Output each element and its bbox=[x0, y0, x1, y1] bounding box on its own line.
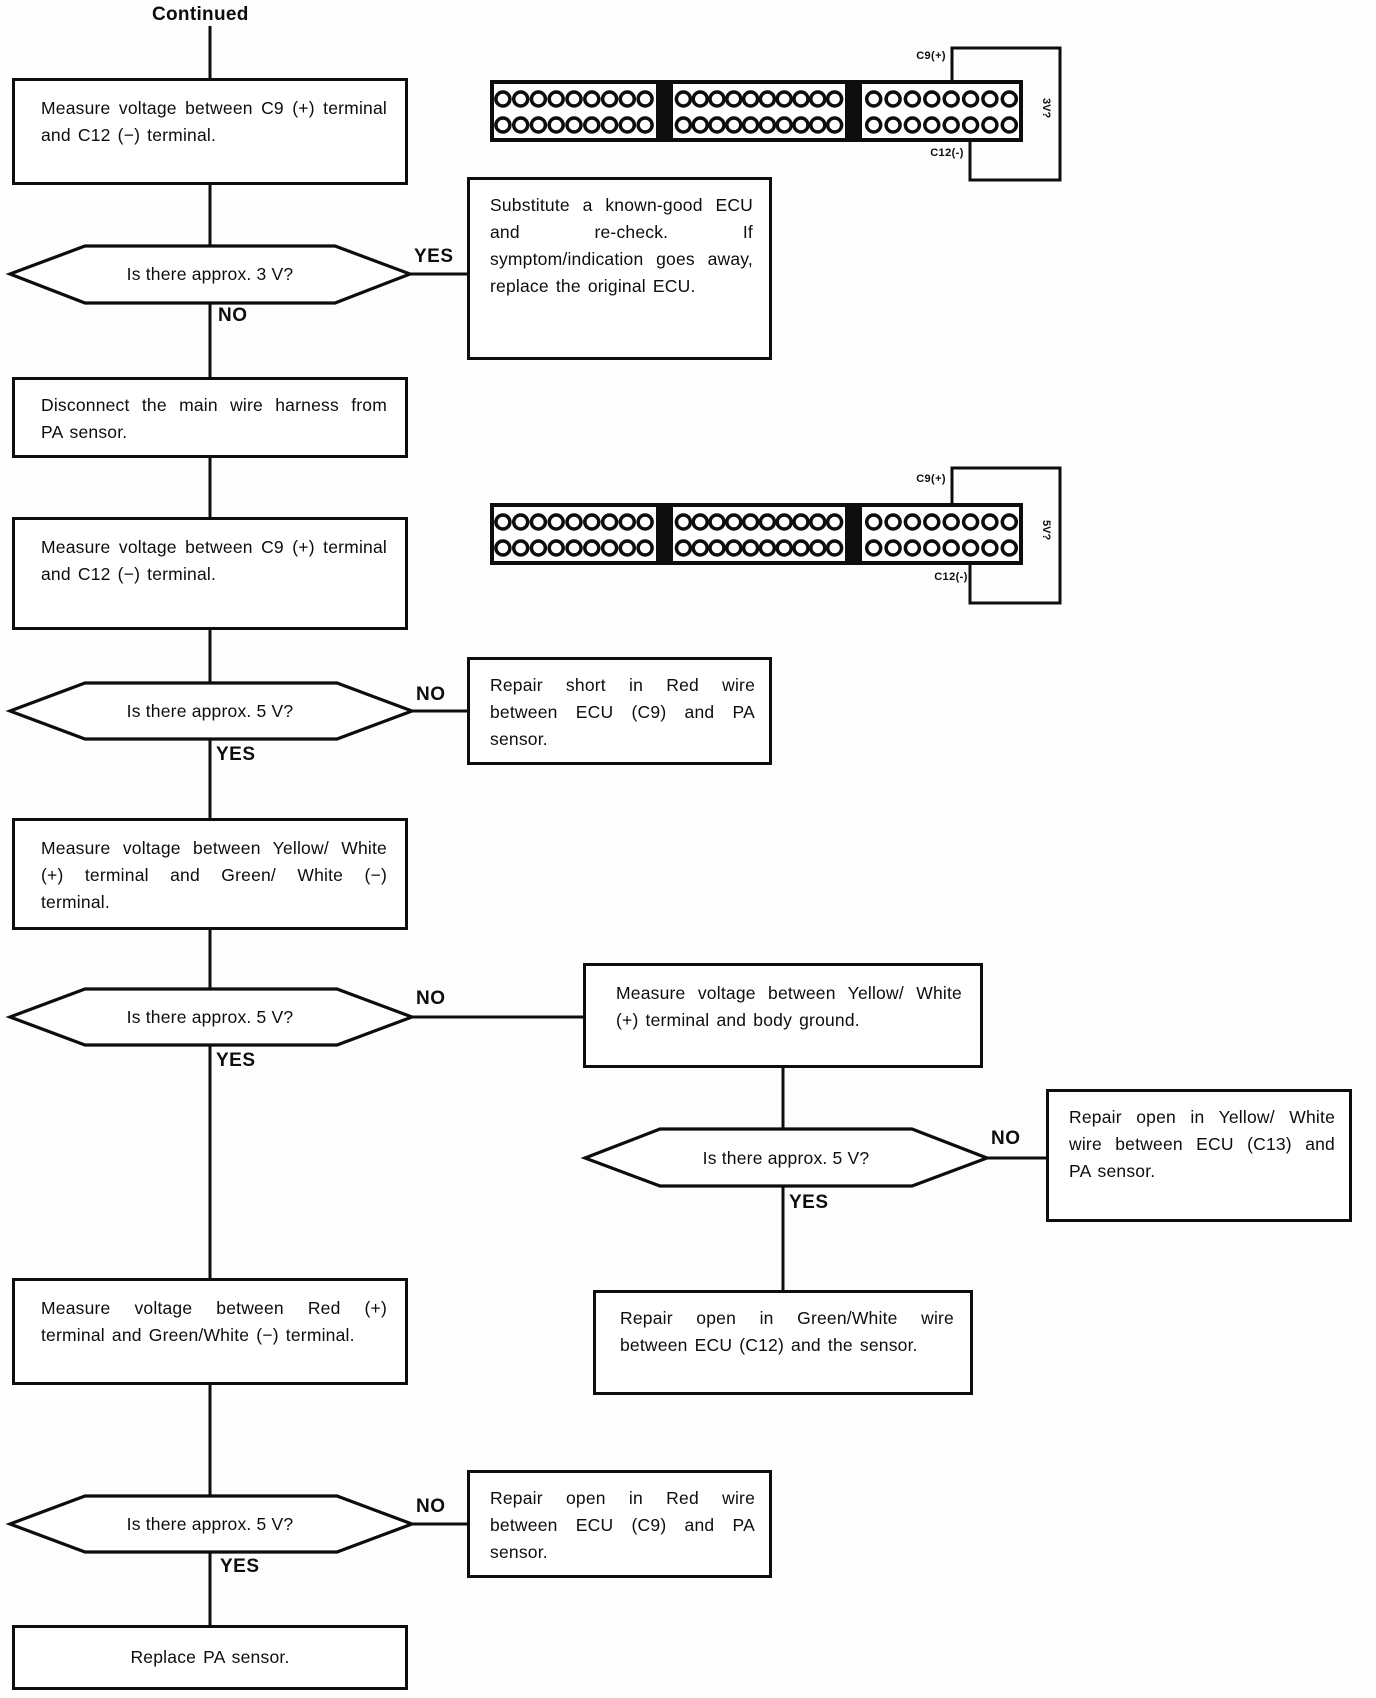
box-substitute-ecu-text: Substitute a known-good ECU and re-check… bbox=[490, 195, 753, 296]
branch-no-1: NO bbox=[218, 305, 248, 326]
box-substitute-ecu: Substitute a known-good ECU and re-check… bbox=[467, 177, 772, 360]
box-repair-open-gw: Repair open in Green/White wire between … bbox=[593, 1290, 973, 1395]
decision-5v-1-text: Is there approx. 5 V? bbox=[126, 701, 294, 721]
box-measure-red-gw: Measure voltage between Red (+) terminal… bbox=[12, 1278, 408, 1385]
connector-bottom-c9-label: C9(+) bbox=[916, 473, 946, 485]
decision-5v-4-shape bbox=[5, 1494, 417, 1554]
branch-no-5: NO bbox=[416, 1496, 446, 1517]
connector-bottom-c12-label: C12(-) bbox=[934, 571, 968, 583]
branch-yes-5: YES bbox=[220, 1556, 260, 1577]
connector-top-c9-label: C9(+) bbox=[916, 50, 946, 62]
box-repair-short-red-text: Repair short in Red wire between ECU (C9… bbox=[490, 675, 755, 749]
box-repair-open-red-text: Repair open in Red wire between ECU (C9)… bbox=[490, 1488, 755, 1562]
branch-no-4: NO bbox=[991, 1128, 1021, 1149]
box-replace-pa-sensor-text: Replace PA sensor. bbox=[130, 1647, 290, 1667]
box-measure-red-gw-text: Measure voltage between Red (+) terminal… bbox=[41, 1298, 387, 1345]
branch-yes-3: YES bbox=[216, 1050, 256, 1071]
branch-no-3: NO bbox=[416, 988, 446, 1009]
connector-top-voltage-label: 3V? bbox=[1040, 98, 1052, 119]
connector-bottom-voltage-label: 5V? bbox=[1040, 520, 1052, 541]
box-repair-short-red: Repair short in Red wire between ECU (C9… bbox=[467, 657, 772, 765]
box-measure-yw-body: Measure voltage between Yellow/ White (+… bbox=[583, 963, 983, 1068]
decision-5v-3-shape bbox=[580, 1127, 992, 1188]
box-measure-yw-gw: Measure voltage between Yellow/ White (+… bbox=[12, 818, 408, 930]
box-repair-open-red: Repair open in Red wire between ECU (C9)… bbox=[467, 1470, 772, 1578]
box-repair-open-gw-text: Repair open in Green/White wire between … bbox=[620, 1308, 954, 1355]
box-measure-yw-body-text: Measure voltage between Yellow/ White (+… bbox=[616, 983, 962, 1030]
box-measure-yw-gw-text: Measure voltage between Yellow/ White (+… bbox=[41, 838, 387, 912]
decision-3v-shape bbox=[5, 244, 415, 305]
decision-5v-1-shape bbox=[5, 681, 417, 741]
decision-5v-2-text: Is there approx. 5 V? bbox=[126, 1007, 294, 1027]
decision-3v-text: Is there approx. 3 V? bbox=[126, 264, 294, 284]
box-measure-c9-c12-2: Measure voltage between C9 (+) terminal … bbox=[12, 517, 408, 630]
box-replace-pa-sensor: Replace PA sensor. bbox=[12, 1625, 408, 1690]
branch-yes-1: YES bbox=[414, 246, 454, 267]
box-disconnect-harness-text: Disconnect the main wire harness from PA… bbox=[41, 395, 387, 442]
page-title: Continued bbox=[152, 4, 249, 25]
branch-no-2: NO bbox=[416, 684, 446, 705]
branch-yes-2: YES bbox=[216, 744, 256, 765]
box-measure-c9-c12-1-text: Measure voltage between C9 (+) terminal … bbox=[41, 98, 387, 145]
ecu-connector-bottom bbox=[490, 466, 1062, 605]
box-repair-open-yw-text: Repair open in Yellow/ White wire betwee… bbox=[1069, 1107, 1335, 1181]
branch-yes-4: YES bbox=[789, 1192, 829, 1213]
box-repair-open-yw: Repair open in Yellow/ White wire betwee… bbox=[1046, 1089, 1352, 1222]
decision-5v-4-text: Is there approx. 5 V? bbox=[126, 1514, 294, 1534]
connector-top-c12-label: C12(-) bbox=[930, 147, 964, 159]
decision-5v-3-text: Is there approx. 5 V? bbox=[702, 1148, 870, 1168]
box-measure-c9-c12-1: Measure voltage between C9 (+) terminal … bbox=[12, 78, 408, 185]
decision-5v-2-shape bbox=[5, 987, 417, 1047]
box-measure-c9-c12-2-text: Measure voltage between C9 (+) terminal … bbox=[41, 537, 387, 584]
ecu-connector-top bbox=[490, 46, 1062, 182]
box-disconnect-harness: Disconnect the main wire harness from PA… bbox=[12, 377, 408, 458]
